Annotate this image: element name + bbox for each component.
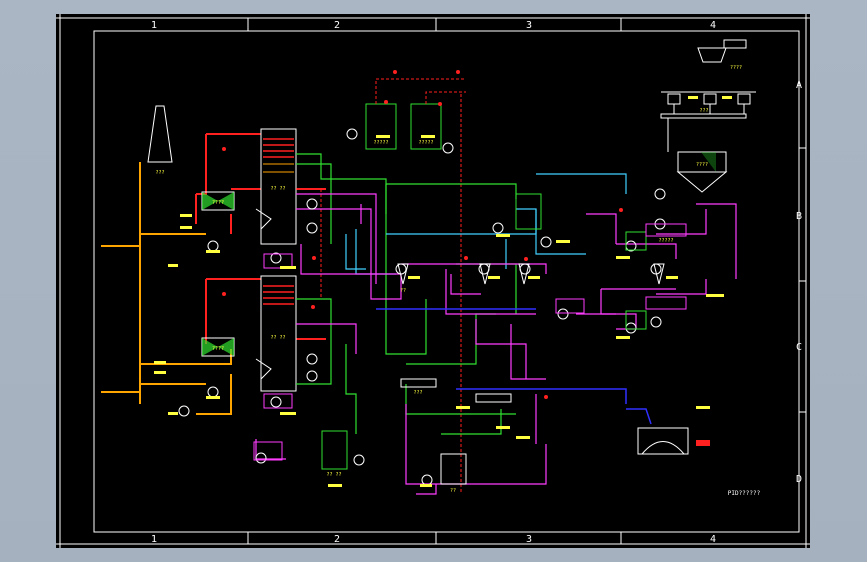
instrument-tags: [154, 96, 732, 487]
belt-label: ???: [699, 108, 708, 114]
pit-label: ??: [450, 488, 456, 494]
lime-tank-label: ?? ??: [326, 472, 341, 478]
absorber-1: ?? ??: [255, 128, 297, 245]
vacuum-label: ???: [413, 390, 422, 396]
sheet-background: [56, 14, 810, 548]
absorber-1-label: ?? ??: [270, 186, 285, 192]
vacuum-filters: ??? ?????: [400, 223, 687, 403]
column-label-4-bottom: 4: [710, 534, 716, 545]
row-label-d: D: [796, 474, 802, 485]
silo-label: ????: [696, 162, 708, 168]
column-label-3: 3: [526, 20, 532, 31]
stack-label: ???: [155, 170, 164, 176]
feeder-row: [661, 91, 756, 114]
ggh-1: ????: [201, 191, 235, 211]
lime-silo: ????: [676, 151, 728, 193]
tank-top-1: ?????: [365, 103, 397, 150]
pid-drawing: 1 2 3 4 1 2 3 4 A B C D ???: [56, 14, 810, 548]
column-label-3-bottom: 3: [526, 534, 532, 545]
ggh-2: ????: [201, 337, 235, 357]
tank-top-1-label: ?????: [373, 140, 388, 146]
process-tanks: [253, 193, 647, 485]
absorber-2: ?? ??: [255, 275, 297, 392]
slurry-lines: [255, 193, 737, 495]
drawing-sheet: 1 2 3 4 1 2 3 4 A B C D ???: [56, 14, 810, 548]
row-label-b: B: [796, 211, 802, 222]
row-label-a: A: [796, 80, 802, 91]
hydrocyclone-label: ??: [400, 288, 406, 294]
hydrocyclones: ??: [397, 263, 665, 294]
column-label-1-bottom: 1: [151, 534, 157, 545]
column-label-2: 2: [334, 20, 340, 31]
column-label-4: 4: [710, 20, 716, 31]
chimney-stack: ???: [147, 105, 173, 176]
belt-conveyor: ???: [660, 108, 747, 152]
column-label-1: 1: [151, 20, 157, 31]
absorber-2-label: ?? ??: [270, 335, 285, 341]
valves: [222, 70, 623, 399]
crusher: ????: [697, 39, 747, 71]
title-block-label: PID??????: [728, 490, 761, 497]
filter-label: ?????: [658, 238, 673, 244]
row-label-c: C: [796, 342, 802, 353]
drain-lines: [376, 308, 652, 425]
mill-label: ????: [730, 65, 742, 71]
drawing-frame: [56, 14, 810, 548]
tank-top-2-label: ?????: [418, 140, 433, 146]
gypsum-stockpile: [637, 427, 710, 455]
column-label-2-bottom: 2: [334, 534, 340, 545]
ggh-2-label: ????: [212, 346, 224, 352]
ggh-1-label: ????: [212, 200, 224, 206]
flue-gas-lines: [101, 133, 326, 415]
process-water-lines: [345, 173, 627, 275]
